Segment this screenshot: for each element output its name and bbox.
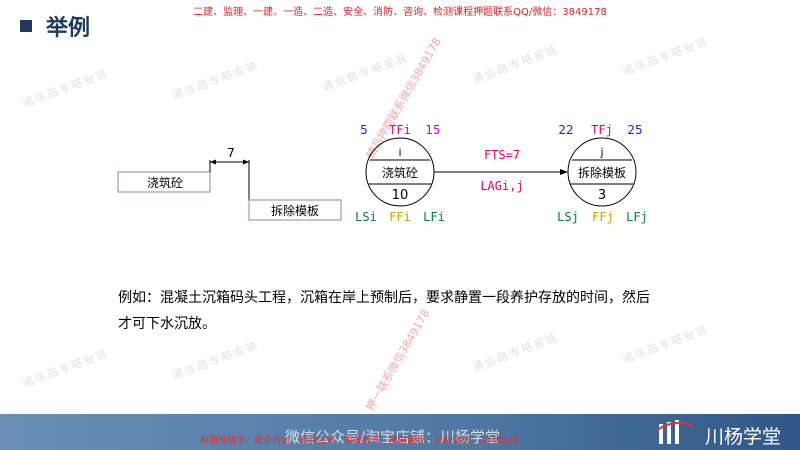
pour-bar bbox=[117, 171, 211, 193]
lag-arrow-right bbox=[243, 159, 249, 165]
pour-bar-label: 浇筑砼 bbox=[147, 175, 183, 190]
remove-bar-label: 拆除模板 bbox=[271, 203, 319, 218]
node-i-ls: LSi bbox=[355, 210, 377, 224]
node-j-lf: LFj bbox=[626, 210, 648, 224]
node-i: i 浇筑砼 10 5 TFi 15 LSi FFi LFi bbox=[355, 123, 445, 224]
node-j-ff: FFj bbox=[592, 210, 614, 224]
node-j-duration: 3 bbox=[598, 188, 606, 203]
example-text: 例如：混凝土沉箱码头工程，沉箱在岸上预制后，要求静置一段养护存放的时间，然后 才… bbox=[118, 285, 708, 337]
node-j-circle bbox=[567, 137, 637, 207]
node-j: j 拆除模板 3 22 TFj 25 LSj FFj LFj bbox=[557, 123, 648, 224]
example-line-2: 才可下水沉放。 bbox=[118, 316, 216, 332]
top-banner: 二建、监理、一建、一造、二造、安全、消防、咨询、检测课程押题联系QQ/微信：38… bbox=[193, 7, 607, 18]
link-arrowhead bbox=[560, 169, 568, 175]
example-line-1: 例如：混凝土沉箱码头工程，沉箱在岸上预制后，要求静置一段养护存放的时间，然后 bbox=[118, 290, 650, 306]
node-i-id: i bbox=[398, 146, 401, 159]
title-bullet-icon bbox=[20, 20, 32, 32]
node-i-es: 5 bbox=[360, 123, 368, 137]
node-i-ff: FFi bbox=[389, 210, 411, 224]
node-j-es: 22 bbox=[558, 123, 573, 137]
node-j-id: j bbox=[599, 146, 603, 159]
page-title: 举例 bbox=[46, 16, 91, 41]
footer-main-text: 微信公众号/淘宝店铺：川杨学堂 bbox=[285, 428, 501, 446]
node-i-lf: LFi bbox=[423, 210, 445, 224]
node-i-ef: 15 bbox=[425, 123, 440, 137]
node-j-name: 拆除模板 bbox=[578, 165, 626, 180]
brand-logo-icon bbox=[656, 420, 694, 444]
lag-arrow-left bbox=[210, 159, 216, 165]
lag-value: 7 bbox=[227, 146, 235, 160]
footer-red-text: 群面授精华、类企内训、资深讲师、完美解答、精讲课程、联系微信：3849178 bbox=[200, 436, 520, 446]
node-i-tf: TFi bbox=[389, 123, 411, 137]
lag-label: LAGi,j bbox=[480, 179, 523, 193]
brand-name: 川杨学堂 bbox=[705, 426, 782, 448]
node-j-tf: TFj bbox=[591, 123, 613, 137]
node-j-ls: LSj bbox=[557, 210, 579, 224]
node-j-ef: 25 bbox=[627, 123, 642, 137]
footer-bar bbox=[0, 414, 800, 450]
node-i-duration: 10 bbox=[392, 188, 409, 203]
node-i-name: 浇筑砼 bbox=[382, 165, 418, 180]
fts-label: FTS=7 bbox=[484, 148, 520, 162]
remove-bar bbox=[248, 199, 342, 221]
